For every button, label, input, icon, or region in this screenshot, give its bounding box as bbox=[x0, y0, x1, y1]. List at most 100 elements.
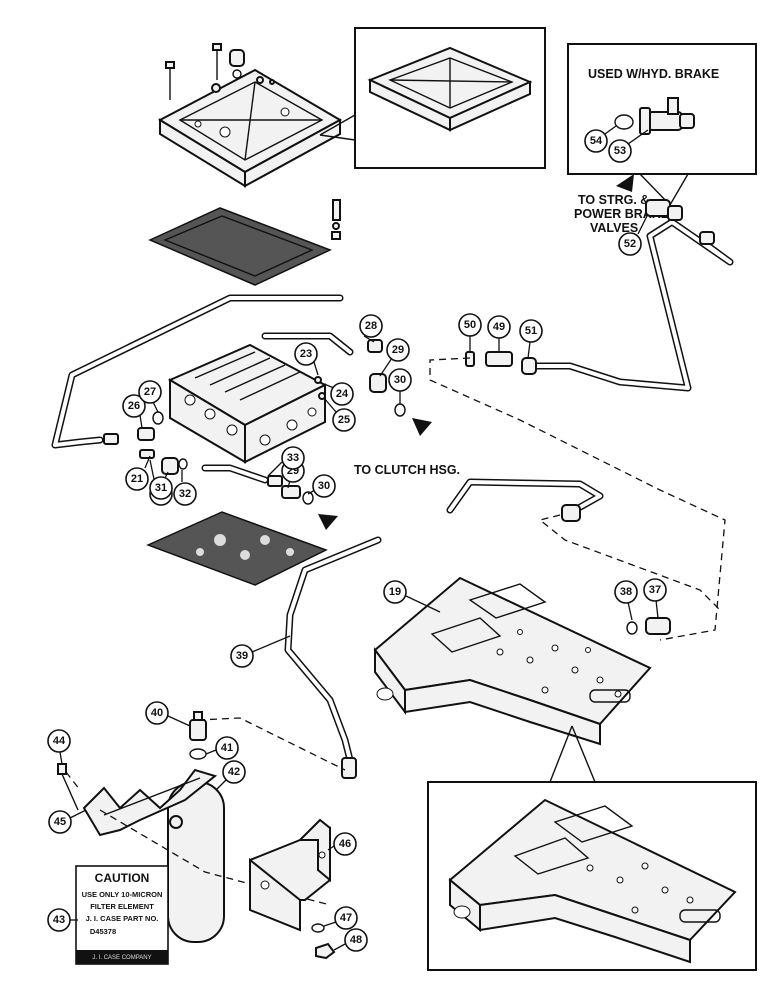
cover-hardware bbox=[165, 43, 275, 100]
caution-line-3: J. I. CASE PART NO. bbox=[86, 914, 159, 923]
svg-text:54: 54 bbox=[590, 135, 603, 147]
svg-text:21: 21 bbox=[131, 473, 143, 485]
svg-text:46: 46 bbox=[339, 838, 351, 850]
svg-text:26: 26 bbox=[128, 400, 140, 412]
caution-line-2: FILTER ELEMENT bbox=[90, 902, 154, 911]
callout-48: 48 bbox=[344, 928, 368, 952]
svg-text:43: 43 bbox=[53, 914, 65, 926]
dash-40 bbox=[197, 717, 346, 771]
callout-29-upper: 29 bbox=[386, 338, 410, 362]
svg-text:37: 37 bbox=[649, 584, 661, 596]
dash-crossover bbox=[538, 514, 721, 611]
arrow-to-clutch-lower bbox=[318, 514, 338, 530]
filter-fittings-40-41 bbox=[189, 711, 207, 760]
tube-valve-left bbox=[51, 294, 344, 449]
svg-text:50: 50 bbox=[464, 319, 476, 331]
svg-text:32: 32 bbox=[179, 488, 191, 500]
fitting-crossover bbox=[561, 504, 581, 522]
callout-38: 38 bbox=[614, 580, 638, 604]
callout-51: 51 bbox=[519, 319, 543, 343]
strg-label-3: VALVES bbox=[590, 221, 638, 235]
control-valve-body bbox=[167, 343, 328, 464]
callout-40: 40 bbox=[145, 701, 169, 725]
callout-25: 25 bbox=[332, 408, 356, 432]
caution-decal: CAUTION USE ONLY 10-MICRON FILTER ELEMEN… bbox=[75, 865, 169, 965]
inset-leader-plate bbox=[549, 725, 573, 783]
svg-text:31: 31 bbox=[155, 482, 167, 494]
callout-54: 54 bbox=[584, 129, 608, 153]
filter-bracket bbox=[249, 818, 331, 932]
svg-text:30: 30 bbox=[318, 480, 330, 492]
nut-washer-47-48 bbox=[311, 923, 336, 960]
dash-44 bbox=[65, 771, 81, 791]
svg-text:19: 19 bbox=[389, 586, 401, 598]
svg-text:38: 38 bbox=[620, 586, 632, 598]
callout-32: 32 bbox=[173, 482, 197, 506]
callout-39: 39 bbox=[230, 644, 254, 668]
fittings-37-38 bbox=[626, 617, 671, 635]
callout-28: 28 bbox=[359, 314, 383, 338]
svg-text:53: 53 bbox=[614, 145, 626, 157]
callout-49: 49 bbox=[487, 315, 511, 339]
callout-41: 41 bbox=[215, 736, 239, 760]
callout-47: 47 bbox=[334, 906, 358, 930]
svg-text:48: 48 bbox=[350, 934, 362, 946]
fittings-49-50-51 bbox=[465, 351, 537, 375]
callout-21: 21 bbox=[125, 467, 149, 491]
hyd-brake-inset: USED W/HYD. BRAKE bbox=[567, 43, 757, 207]
svg-text:28: 28 bbox=[365, 320, 377, 332]
clutch-label: TO CLUTCH HSG. bbox=[354, 463, 460, 477]
callout-24: 24 bbox=[330, 382, 354, 406]
strg-label-1: TO STRG. & bbox=[578, 193, 649, 207]
upper-gasket bbox=[148, 207, 332, 286]
lower-gasket bbox=[146, 511, 328, 586]
callout-19: 19 bbox=[383, 580, 407, 604]
mounting-plate bbox=[373, 576, 652, 746]
tube-crossover bbox=[446, 478, 604, 514]
tube-39 bbox=[284, 536, 382, 764]
svg-text:51: 51 bbox=[525, 325, 537, 337]
arrow-to-clutch-upper bbox=[412, 418, 432, 436]
caution-line-4: D45378 bbox=[90, 927, 116, 936]
hyd-brake-label: USED W/HYD. BRAKE bbox=[588, 67, 719, 81]
fitting-52 bbox=[645, 199, 715, 245]
svg-text:33: 33 bbox=[287, 452, 299, 464]
plate-inset-box bbox=[427, 781, 757, 971]
svg-text:30: 30 bbox=[394, 374, 406, 386]
bolt-44 bbox=[57, 763, 79, 811]
callout-27: 27 bbox=[138, 380, 162, 404]
tube-33 bbox=[201, 464, 269, 484]
svg-text:29: 29 bbox=[392, 344, 404, 356]
callout-44: 44 bbox=[47, 729, 71, 753]
svg-text:24: 24 bbox=[336, 388, 349, 400]
callout-46: 46 bbox=[333, 832, 357, 856]
callout-31: 31 bbox=[149, 476, 173, 500]
filter-canister bbox=[167, 781, 225, 943]
callout-23: 23 bbox=[294, 342, 318, 366]
callout-45: 45 bbox=[48, 810, 72, 834]
svg-text:49: 49 bbox=[493, 321, 505, 333]
svg-text:42: 42 bbox=[228, 766, 240, 778]
svg-text:47: 47 bbox=[340, 912, 352, 924]
svg-text:23: 23 bbox=[300, 348, 312, 360]
svg-text:27: 27 bbox=[144, 386, 156, 398]
callout-37: 37 bbox=[643, 578, 667, 602]
callout-53: 53 bbox=[608, 139, 632, 163]
arrow-to-steering bbox=[616, 174, 634, 192]
callout-42: 42 bbox=[222, 760, 246, 784]
tube-to-steering bbox=[526, 218, 734, 392]
caution-title: CAUTION bbox=[95, 871, 150, 885]
svg-text:41: 41 bbox=[221, 742, 233, 754]
caution-footer: J. I. CASE COMPANY bbox=[92, 955, 151, 961]
fitting-39-end bbox=[341, 757, 357, 779]
callout-43: 43 bbox=[47, 908, 71, 932]
svg-text:44: 44 bbox=[53, 735, 66, 747]
top-cover-plate bbox=[157, 68, 343, 188]
callout-33: 33 bbox=[281, 446, 305, 470]
svg-text:25: 25 bbox=[338, 414, 350, 426]
callouts: 19 21 22 23 24 25 26 27 28 29 29 30 30 3… bbox=[47, 125, 667, 952]
tube-23 bbox=[261, 332, 354, 356]
callout-30-lower: 30 bbox=[312, 474, 336, 498]
valve-fittings bbox=[103, 339, 406, 505]
